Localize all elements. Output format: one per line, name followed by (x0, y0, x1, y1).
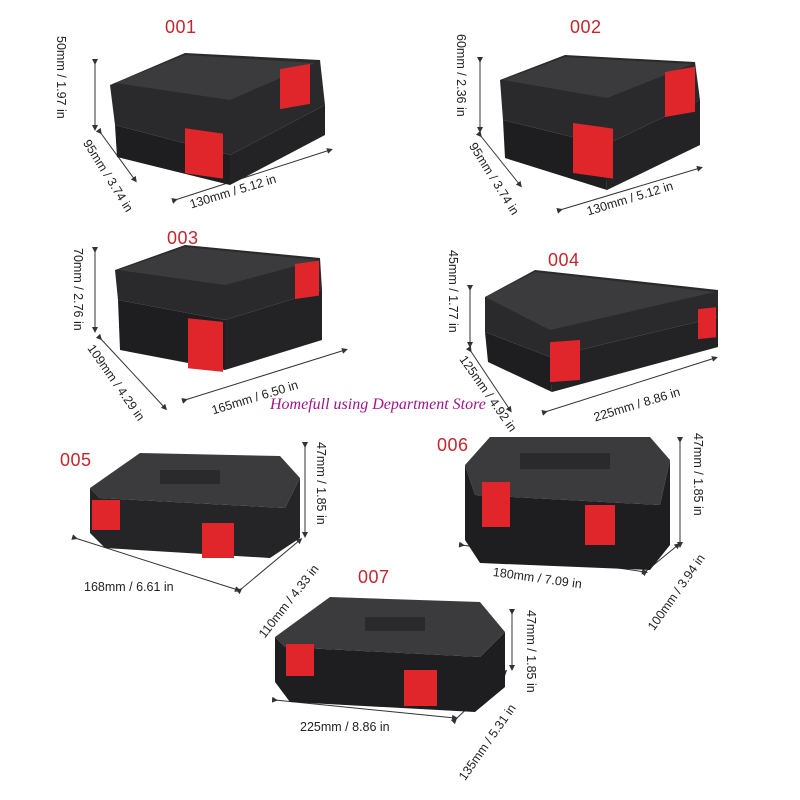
product-image-004 (485, 270, 718, 392)
product-image-005 (90, 453, 300, 558)
height-label-007: 47mm / 1.85 in (524, 610, 538, 693)
product-id-005: 005 (60, 450, 92, 470)
watermark-text: Homefull using Department Store (270, 396, 486, 413)
product-id-001: 001 (165, 17, 197, 37)
product-id-006: 006 (437, 435, 469, 455)
height-label-001: 50mm / 1.97 in (54, 36, 68, 119)
height-label-002: 60mm / 2.36 in (454, 34, 468, 117)
length-label-007: 225mm / 8.86 in (300, 720, 390, 734)
product-id-003: 003 (167, 228, 199, 248)
product-image-007 (275, 597, 505, 712)
product-image-001 (110, 53, 325, 185)
height-label-004: 45mm / 1.77 in (446, 250, 460, 333)
height-label-003: 70mm / 2.76 in (71, 248, 85, 331)
product-id-002: 002 (570, 17, 602, 37)
product-id-004: 004 (548, 250, 580, 270)
height-label-005: 47mm / 1.85 in (314, 442, 328, 525)
height-label-006: 47mm / 1.85 in (691, 433, 705, 516)
product-image-003 (115, 245, 322, 372)
product-id-007: 007 (358, 567, 390, 587)
length-label-005: 168mm / 6.61 in (84, 580, 174, 594)
product-image-006 (465, 437, 670, 570)
product-image-002 (500, 55, 700, 190)
